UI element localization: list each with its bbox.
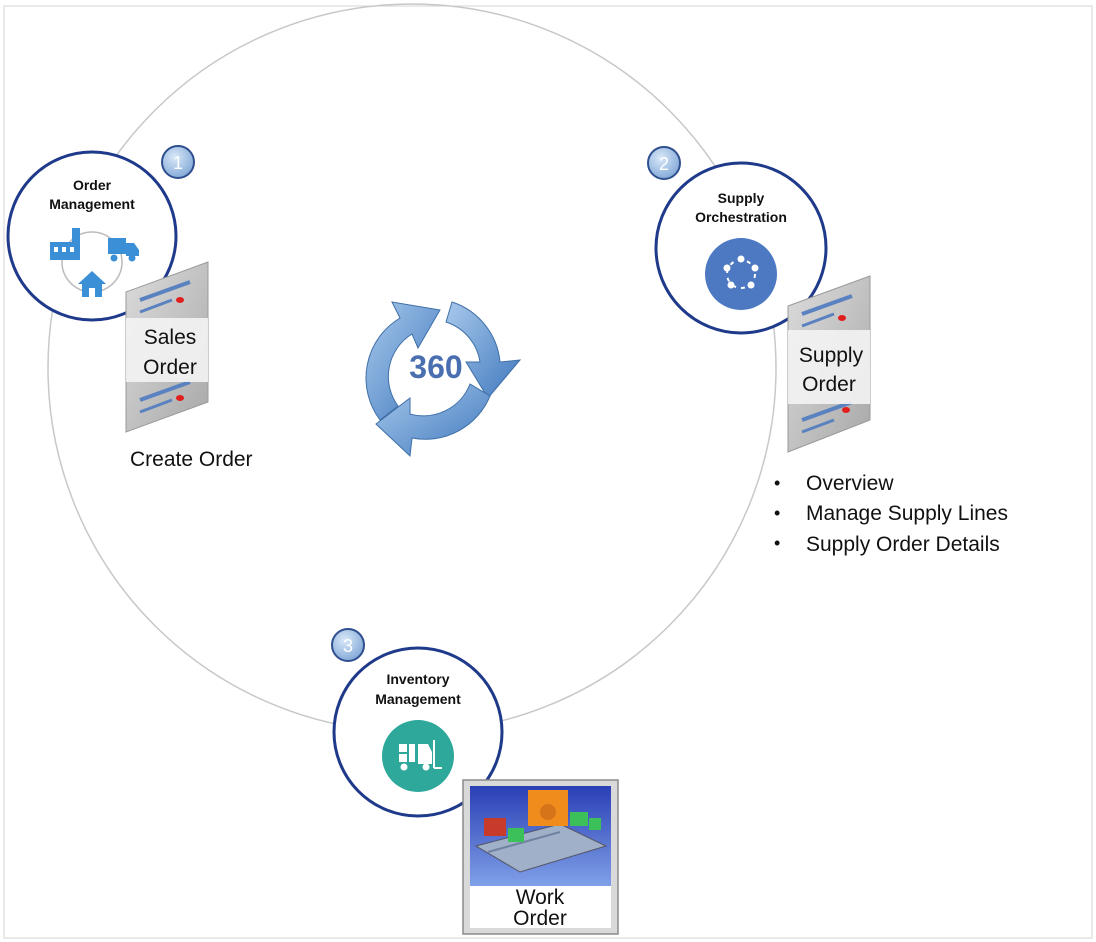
document-label-line: Order [802, 373, 856, 396]
orchestration-icon [705, 238, 777, 310]
bullet-item: Manage Supply Lines [806, 502, 1008, 525]
bullet-item: Supply Order Details [806, 533, 1000, 556]
step-number: 1 [173, 153, 183, 173]
order-management-node [6, 150, 178, 322]
truck-icon [108, 238, 139, 262]
step-badge [331, 628, 365, 662]
step-title-line: Orchestration [695, 209, 787, 225]
forklift-icon [382, 720, 454, 792]
document-label-line: Order [513, 907, 567, 930]
cycle-arrow-left [365, 301, 441, 421]
step-1-caption: Create Order [130, 448, 253, 471]
document-label-line: Work [516, 886, 565, 909]
frame-border [3, 5, 1093, 939]
step-title-line: Management [49, 196, 135, 212]
cycle-arrow-bottom [375, 383, 491, 458]
step-number: 2 [659, 154, 669, 174]
house-icon [78, 271, 106, 297]
svg-text:•: • [774, 473, 780, 493]
step-2-supply-orchestration: Supply Orchestration 2 Supply Order [647, 146, 1008, 556]
svg-text:•: • [774, 533, 780, 553]
document-label-line: Supply [799, 344, 864, 367]
step-title-line: Supply [718, 190, 765, 206]
work-order-tile [462, 779, 619, 935]
supply-bullet-list: • Overview • Manage Supply Lines • Suppl… [774, 472, 1008, 556]
sales-order-document [125, 261, 209, 433]
step-3-inventory-management: Inventory Management 3 [331, 628, 619, 935]
cycle-arrow-top [445, 301, 522, 399]
center-label: 360 [409, 349, 462, 385]
step-badge [161, 145, 195, 179]
svg-text:•: • [774, 503, 780, 523]
step-number: 3 [343, 636, 353, 656]
supply-order-document [787, 275, 871, 453]
bullet-item: Overview [806, 472, 894, 495]
factory-icon [50, 228, 80, 260]
document-label-line: Sales [144, 326, 197, 349]
step-title-line: Inventory [386, 671, 449, 687]
step-title-line: Management [375, 691, 461, 707]
cycle-360-icon: 360 [365, 301, 522, 458]
step-title-line: Order [73, 177, 112, 193]
document-label-line: Order [143, 356, 197, 379]
step-badge [647, 146, 681, 180]
step-1-order-management: Order Management 1 [6, 145, 253, 471]
